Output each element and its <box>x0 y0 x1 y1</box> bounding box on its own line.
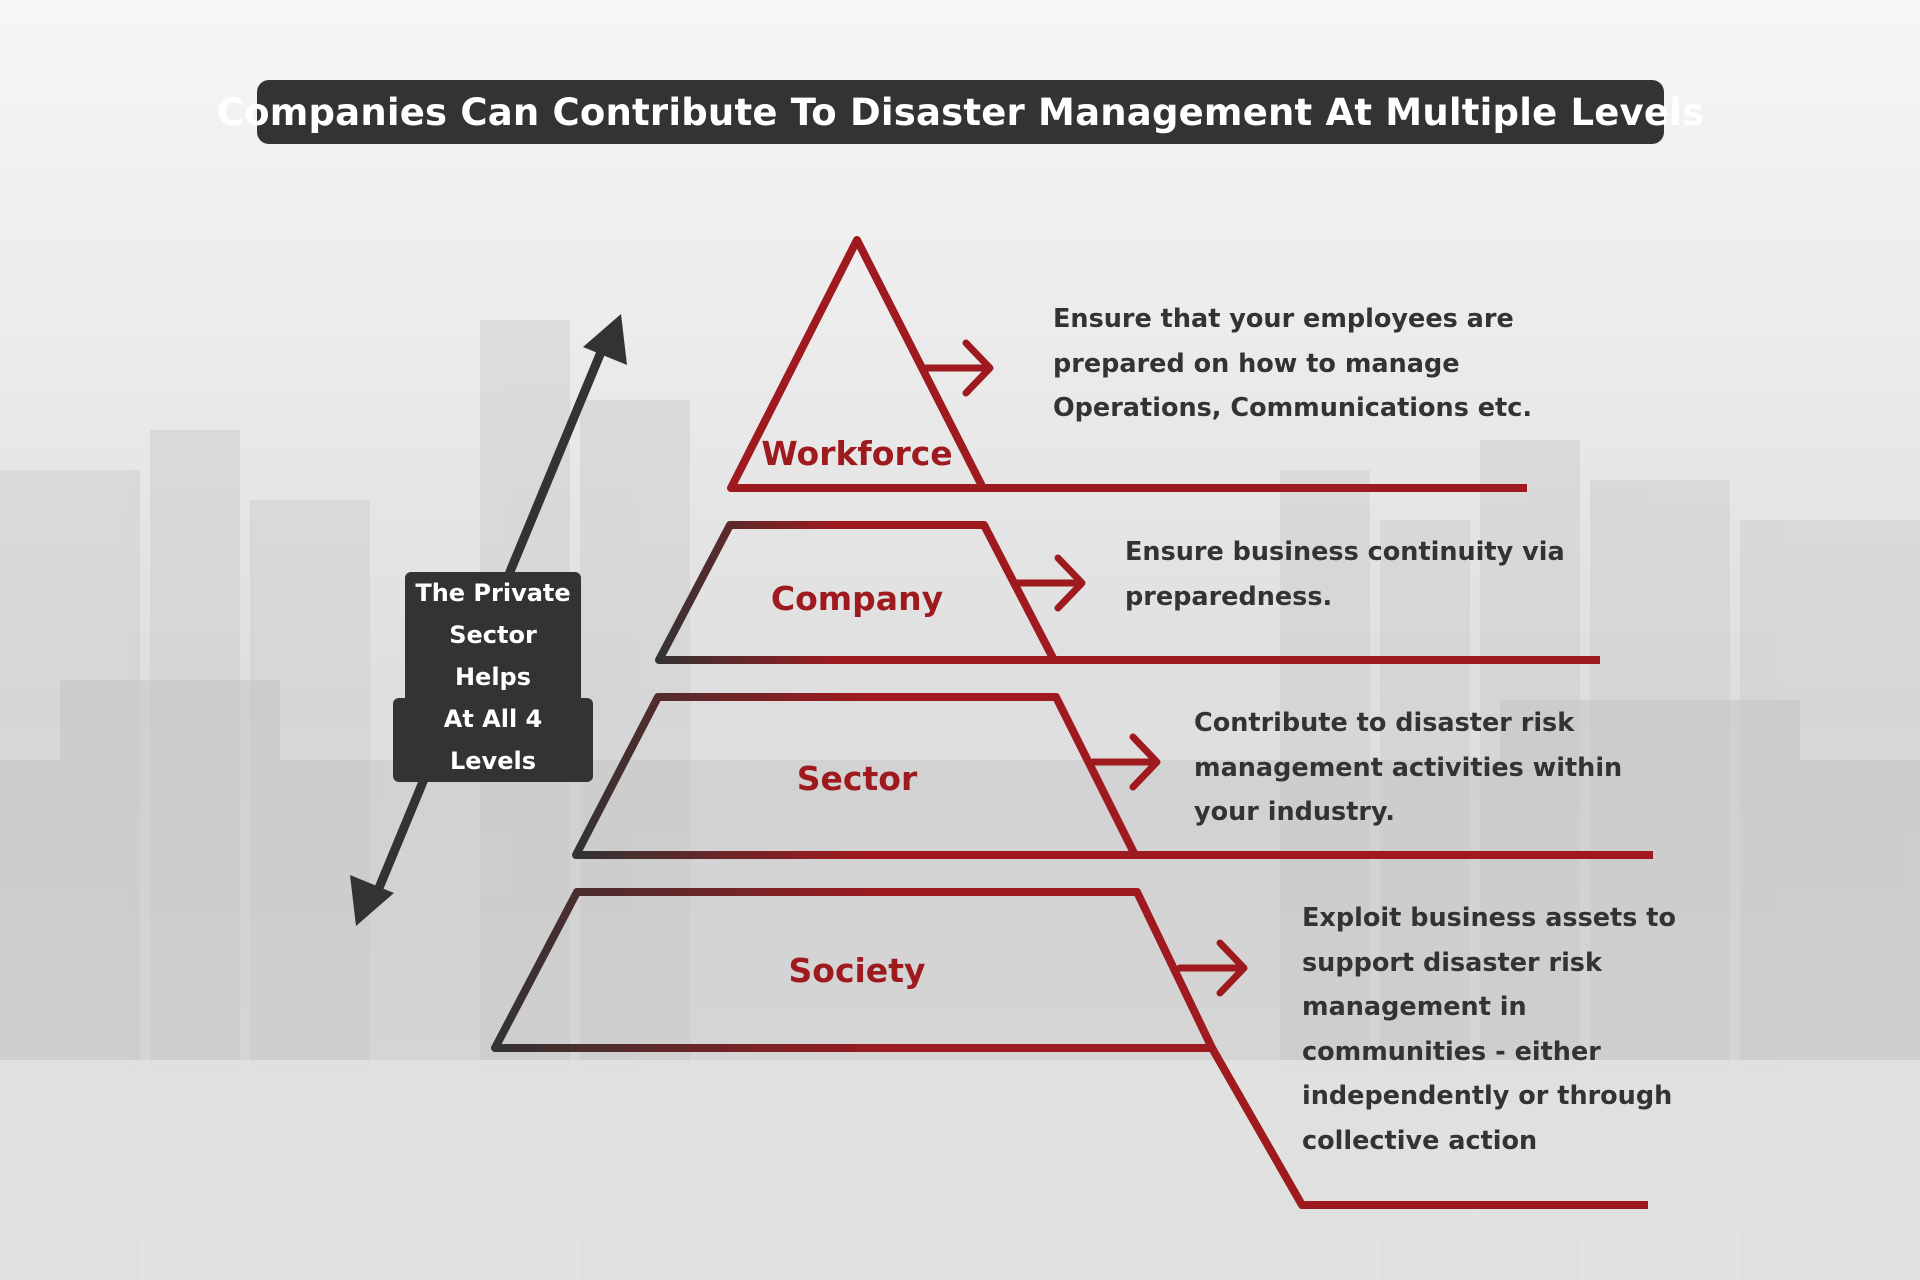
level-company: Company <box>655 521 1600 664</box>
description-line: Exploit business assets to <box>1302 903 1677 933</box>
description-line: management activities within <box>1194 752 1623 783</box>
description-line: Ensure that your employees are <box>1053 304 1514 334</box>
description-line: Contribute to disaster risk <box>1194 708 1575 738</box>
workforce-arrow-icon <box>921 339 994 397</box>
private-sector-line-3: At All 4 Levels <box>393 698 593 782</box>
description-line: support disaster risk <box>1302 947 1602 978</box>
society-description: Exploit business assets to support disas… <box>1302 896 1676 1163</box>
description-line: your industry. <box>1194 797 1395 827</box>
workforce-label: Workforce <box>761 434 952 473</box>
society-underline <box>1208 1046 1648 1209</box>
society-label: Society <box>789 951 926 990</box>
company-arrow-icon <box>1014 554 1086 612</box>
description-line: preparedness. <box>1125 581 1333 612</box>
page-title: Companies Can Contribute To Disaster Man… <box>217 80 1704 144</box>
description-line: independently or through <box>1302 1081 1673 1111</box>
level-sector: Sector <box>572 693 1653 859</box>
level-society: Society <box>491 888 1648 1209</box>
description-line: Operations, Communications etc. <box>1053 393 1533 423</box>
private-sector-line-2: Sector Helps <box>405 614 581 698</box>
private-sector-label: The Private Sector Helps At All 4 Levels <box>393 572 593 782</box>
description-line: communities - either <box>1302 1036 1601 1067</box>
sector-description: Contribute to disaster risk management a… <box>1194 701 1622 835</box>
description-line: collective action <box>1302 1125 1538 1156</box>
society-arrow-icon <box>1176 939 1248 997</box>
sector-arrow-icon <box>1089 733 1161 791</box>
level-workforce: Workforce <box>727 236 1527 492</box>
company-label: Company <box>771 579 943 618</box>
company-description: Ensure business continuity via preparedn… <box>1125 530 1565 619</box>
description-line: management in <box>1302 992 1527 1022</box>
private-sector-line-1: The Private <box>405 572 581 614</box>
description-line: Ensure business continuity via <box>1125 537 1565 567</box>
description-line: prepared on how to manage <box>1053 348 1460 379</box>
workforce-description: Ensure that your employees are prepared … <box>1053 297 1532 431</box>
sector-label: Sector <box>797 759 918 798</box>
workforce-triangle <box>727 236 987 492</box>
